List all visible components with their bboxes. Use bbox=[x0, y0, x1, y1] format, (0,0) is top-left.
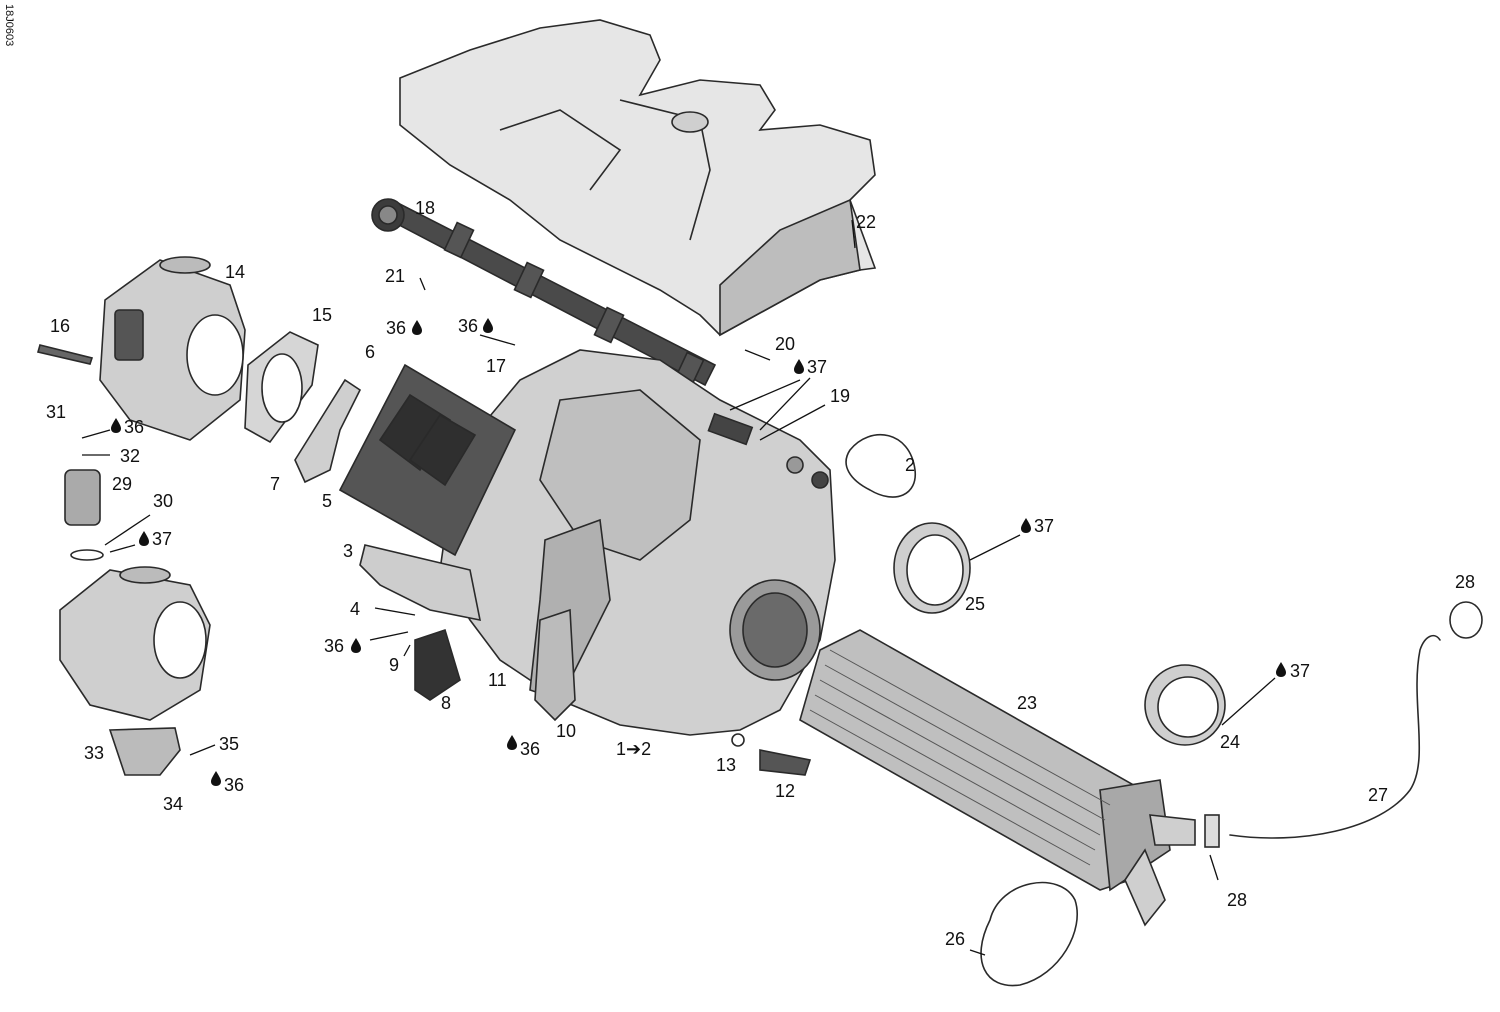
callout-24: 24 bbox=[1220, 732, 1240, 752]
svg-text:36: 36 bbox=[458, 316, 478, 336]
callout-36-lubricant-5: 36 bbox=[507, 735, 540, 759]
callout-37-adhesive-3: 37 bbox=[139, 529, 172, 549]
callout-31: 31 bbox=[46, 402, 66, 422]
hose-part bbox=[1229, 634, 1441, 839]
callout-3: 3 bbox=[343, 541, 353, 561]
callout-36-lubricant-3: 36 bbox=[111, 417, 144, 437]
drop-icon bbox=[139, 531, 149, 546]
callout-35: 35 bbox=[219, 734, 239, 754]
valve-part bbox=[64, 469, 101, 526]
callout-6: 6 bbox=[365, 342, 375, 362]
drop-icon bbox=[507, 735, 517, 750]
support-part bbox=[294, 378, 362, 484]
callout-18: 18 bbox=[415, 198, 435, 218]
callout-22: 22 bbox=[856, 212, 876, 232]
callout-7: 7 bbox=[270, 474, 280, 494]
bracket-part bbox=[359, 544, 482, 622]
ecm-part bbox=[338, 363, 517, 557]
callout-36-lubricant-2: 36 bbox=[458, 316, 493, 336]
temp-sensor-part bbox=[759, 749, 812, 776]
drop-icon bbox=[412, 320, 422, 335]
drop-icon bbox=[1021, 518, 1031, 533]
engine-cover-part bbox=[399, 19, 877, 337]
callout-13: 13 bbox=[716, 755, 736, 775]
drop-icon bbox=[211, 771, 221, 786]
injector-part bbox=[707, 412, 754, 446]
reference-code: 18J0603 bbox=[3, 4, 15, 46]
svg-text:37: 37 bbox=[807, 357, 827, 377]
drop-icon bbox=[1276, 662, 1286, 677]
coupler-part-2 bbox=[1144, 664, 1226, 746]
drop-icon bbox=[111, 418, 121, 433]
callout-1-to-2: 1➔2 bbox=[616, 739, 651, 759]
callout-33: 33 bbox=[84, 743, 104, 763]
ring-part bbox=[1449, 601, 1483, 639]
svg-text:36: 36 bbox=[224, 775, 244, 795]
throttle-body-part bbox=[99, 256, 246, 441]
callout-25: 25 bbox=[965, 594, 985, 614]
callout-5: 5 bbox=[322, 491, 332, 511]
callout-20: 20 bbox=[775, 334, 795, 354]
callout-17: 17 bbox=[486, 356, 506, 376]
fuel-rail-part bbox=[371, 198, 717, 389]
drop-icon bbox=[794, 359, 804, 374]
callout-2: 2 bbox=[905, 455, 915, 475]
callout-8: 8 bbox=[441, 693, 451, 713]
callout-27: 27 bbox=[1368, 785, 1388, 805]
strap-clamp-part bbox=[980, 881, 1078, 987]
callout-37-adhesive-4: 37 bbox=[1276, 661, 1310, 681]
callout-labels: 18 22 14 21 15 16 36 36 6 17 20 37 19 31… bbox=[46, 198, 1475, 949]
o-ring-part bbox=[70, 549, 104, 561]
svg-text:36: 36 bbox=[386, 318, 406, 338]
callout-36-lubricant-4: 36 bbox=[324, 636, 361, 656]
callout-19: 19 bbox=[830, 386, 850, 406]
screw-part bbox=[36, 344, 94, 365]
svg-text:36: 36 bbox=[324, 636, 344, 656]
callout-12: 12 bbox=[775, 781, 795, 801]
callout-10: 10 bbox=[556, 721, 576, 741]
callout-9: 9 bbox=[389, 655, 399, 675]
drop-icon bbox=[483, 318, 493, 333]
callout-30: 30 bbox=[153, 491, 173, 511]
callout-16: 16 bbox=[50, 316, 70, 336]
callout-36-lubricant: 36 bbox=[386, 318, 422, 338]
svg-text:36: 36 bbox=[124, 417, 144, 437]
sensor-small-part bbox=[414, 628, 461, 701]
callout-15: 15 bbox=[312, 305, 332, 325]
svg-text:36: 36 bbox=[520, 739, 540, 759]
callout-28-top: 28 bbox=[1455, 572, 1475, 592]
callout-37-adhesive-2: 37 bbox=[1021, 516, 1054, 536]
callout-26: 26 bbox=[945, 929, 965, 949]
callout-14: 14 bbox=[225, 262, 245, 282]
callout-11: 11 bbox=[488, 670, 507, 690]
bracket-10-part bbox=[534, 608, 576, 722]
callout-34: 34 bbox=[163, 794, 183, 814]
drop-icon bbox=[351, 638, 361, 653]
throttle-body-lower-part bbox=[59, 566, 211, 721]
washer-part bbox=[731, 733, 745, 747]
callout-23: 23 bbox=[1017, 693, 1037, 713]
callout-21: 21 bbox=[385, 266, 405, 286]
clamp-part bbox=[1204, 814, 1220, 848]
sensor-part bbox=[108, 727, 181, 776]
callout-36-lubricant-6: 36 bbox=[211, 771, 244, 795]
callout-28-bottom: 28 bbox=[1227, 890, 1247, 910]
svg-text:37: 37 bbox=[1034, 516, 1054, 536]
intercooler-part bbox=[799, 629, 1196, 927]
seal-ring-part bbox=[845, 434, 916, 498]
callout-37-adhesive: 37 bbox=[794, 357, 827, 377]
leader-lines bbox=[81, 219, 1276, 956]
coupler-part bbox=[893, 522, 971, 614]
callout-4: 4 bbox=[350, 599, 360, 619]
svg-text:37: 37 bbox=[152, 529, 172, 549]
callout-29: 29 bbox=[112, 474, 132, 494]
svg-text:37: 37 bbox=[1290, 661, 1310, 681]
callout-32: 32 bbox=[120, 446, 140, 466]
